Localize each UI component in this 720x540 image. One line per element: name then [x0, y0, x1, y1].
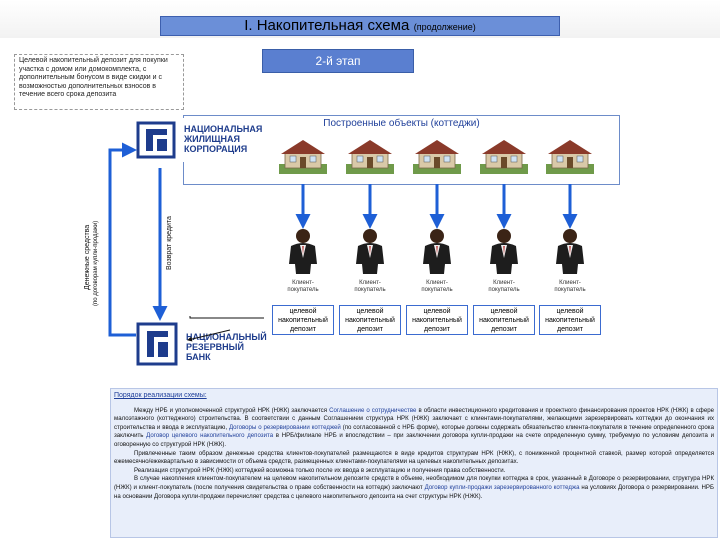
nrb-logo-line-1: НАЦИОНАЛЬНЫЙ [186, 332, 267, 342]
funds-label: Денежные средства [84, 224, 91, 290]
client-label: Клиент- покупатель [287, 280, 319, 293]
nrb-logo-text: НАЦИОНАЛЬНЫЙ РЕЗЕРВНЫЙ БАНК [186, 332, 267, 362]
funds-arrow [108, 142, 137, 337]
procedure-text-segment: Реализация структурой НРК (НЖК) коттедже… [134, 466, 506, 474]
deposit-link-line [189, 316, 264, 319]
procedure-highlight: Договор целевого накопительного депозита [146, 432, 274, 440]
nrb-logo [136, 320, 184, 370]
house-to-client-arrows [295, 184, 578, 229]
procedure-title: Порядок реализации схемы: [114, 392, 207, 399]
procedure-paragraph: Реализация структурой НРК (НЖК) коттедже… [114, 467, 714, 476]
built-objects-title: Построенные объекты (коттеджи) [323, 118, 480, 129]
procedure-text-segment: на условиях Договора о резервировании. Н… [114, 483, 714, 500]
nzhk-logo-line-3: КОРПОРАЦИЯ [184, 144, 248, 154]
procedure-panel [110, 388, 718, 538]
deposit-box: целевой накопительный депозит [539, 305, 601, 335]
nzhk-logo-line-1: НАЦИОНАЛЬНАЯ [184, 124, 263, 134]
client-figure-icon [285, 228, 321, 279]
cottage-icon [413, 136, 461, 174]
client-figure-icon [552, 228, 588, 279]
cottage-icon [279, 136, 327, 174]
nrb-logo-mark-icon [136, 322, 178, 366]
client-label: Клиент- покупатель [488, 280, 520, 293]
client-figure-icon [486, 228, 522, 279]
procedure-text-segment: в области инвестиционного кредитования и… [114, 406, 714, 431]
stage-label: 2-й этап [262, 49, 414, 73]
procedure-text-segment: в НРБ/филиале НРБ и впоследствии – при з… [114, 432, 714, 448]
client-figure-icon [352, 228, 388, 279]
procedure-paragraphs: Между НРБ и уполномоченной структурой НР… [114, 407, 714, 502]
deposit-box: целевой накопительный депозит [339, 305, 401, 335]
deposit-description: Целевой накопительный депозит для покупк… [14, 54, 184, 110]
procedure-paragraph: Привлеченные таким образом денежные сред… [114, 450, 714, 467]
client-label: Клиент- покупатель [354, 280, 386, 293]
procedure-text-segment: Между НРБ и уполномоченной структурой НР… [134, 406, 330, 414]
procedure-paragraph: В случае накопления клиентом-покупателем… [114, 475, 714, 501]
nrb-logo-line-3: БАНК [186, 352, 211, 362]
title-bar: I. Накопительная схема (продолжение) [160, 16, 560, 36]
procedure-highlight: Договоры о резервировании коттеджей [228, 423, 341, 431]
procedure-text-segment: Привлеченные таким образом денежные сред… [114, 449, 714, 466]
procedure-paragraph: Между НРБ и уполномоченной структурой НР… [114, 407, 714, 450]
client-label: Клиент- покупатель [554, 280, 586, 293]
nzhk-logo-text: НАЦИОНАЛЬНАЯ ЖИЛИЩНАЯ КОРПОРАЦИЯ [184, 124, 262, 154]
cottage-icon [546, 136, 594, 174]
procedure-highlight: Договор купли-продажи зарезервированного… [424, 483, 580, 491]
funds-note-label: (по договорам купли-продажи) [93, 220, 99, 306]
cottage-icon [346, 136, 394, 174]
client-label: Клиент- покупатель [421, 280, 453, 293]
deposit-to-bank-arrow [187, 329, 231, 342]
deposit-box: целевой накопительный депозит [473, 305, 535, 335]
procedure-text: Порядок реализации схемы: Между НРБ и уп… [114, 392, 714, 501]
deposit-box: целевой накопительный депозит [272, 305, 334, 335]
nrb-logo-line-2: РЕЗЕРВНЫЙ [186, 342, 244, 352]
nzhk-logo-line-2: ЖИЛИЩНАЯ [184, 134, 241, 144]
procedure-text-segment: В случае накопления клиентом-покупателем… [114, 475, 714, 491]
nzhk-logo [136, 118, 186, 162]
client-figure-icon [419, 228, 455, 279]
title-note: (продолжение) [413, 22, 476, 32]
procedure-text-segment: (по согласованной с НРБ форме), которые … [114, 423, 714, 440]
cottage-icon [480, 136, 528, 174]
credit-return-label: Возврат кредита [166, 216, 173, 270]
deposit-box: целевой накопительный депозит [406, 305, 468, 335]
procedure-highlight: Соглашение о сотрудничестве [329, 406, 417, 414]
nzhk-logo-mark-icon [136, 121, 176, 159]
page-title: I. Накопительная схема [244, 17, 410, 34]
